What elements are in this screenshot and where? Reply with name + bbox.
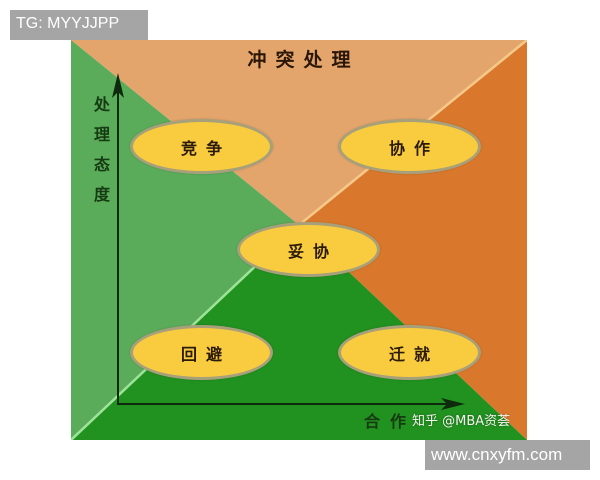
bottom-region (71, 225, 527, 440)
x-axis-label: 合作 (364, 412, 417, 431)
left-region (71, 40, 299, 440)
style-avoiding: 回避 (130, 325, 273, 380)
style-compromising: 妥协 (237, 222, 380, 277)
y-axis-arrow (112, 73, 124, 98)
watermark-bottom-right: www.cnxyfm.com (425, 440, 590, 470)
diagram-title: 冲突处理 (247, 49, 360, 71)
top-region (71, 40, 527, 225)
style-accommodating: 迁就 (338, 325, 481, 380)
y-axis-label: 处 理 态 度 (93, 95, 110, 204)
watermark-top-left: TG: MYYJJPP (10, 10, 148, 40)
style-collaborating: 协作 (338, 119, 481, 174)
conflict-handling-diagram: 冲突处理 处 理 态 度 竞争 协作 妥协 回避 迁就 合作 知乎 @MBA资荟 (71, 40, 527, 440)
style-competing: 竞争 (130, 119, 273, 174)
source-watermark: 知乎 @MBA资荟 (412, 414, 511, 429)
x-axis-arrow (441, 398, 465, 410)
